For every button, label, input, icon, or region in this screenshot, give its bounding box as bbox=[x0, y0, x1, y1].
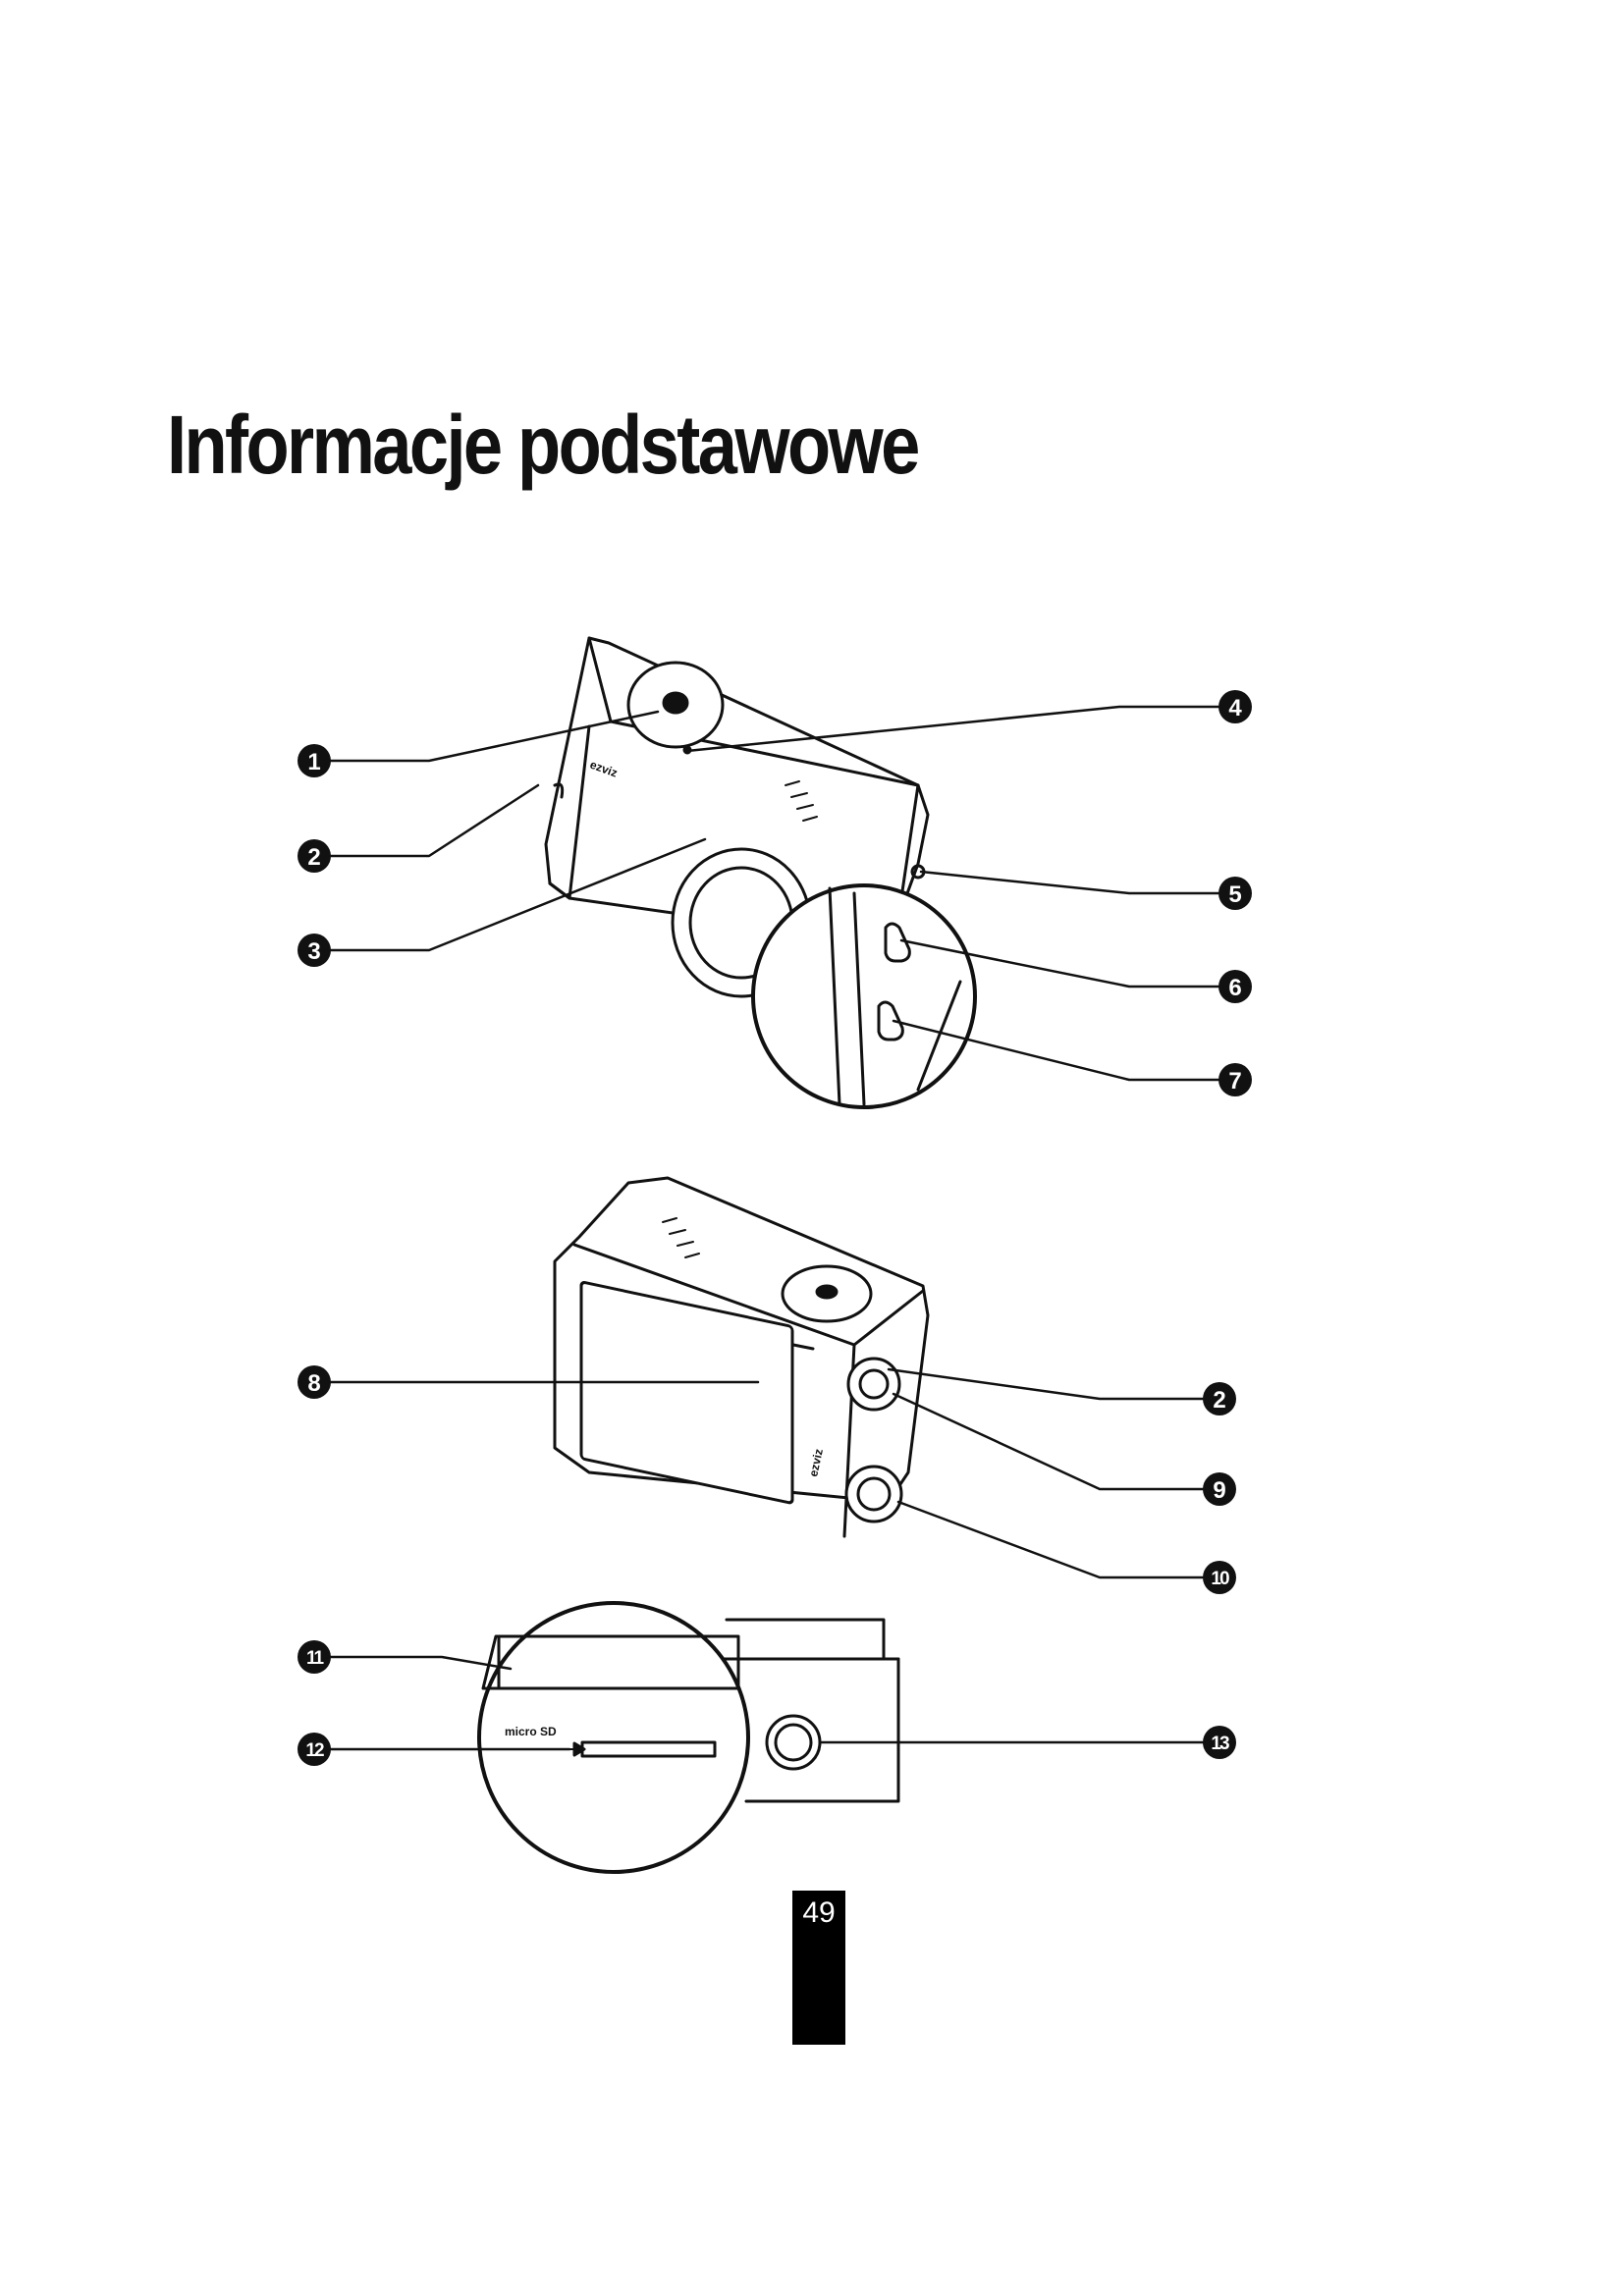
callout-13: 13 bbox=[1203, 1726, 1236, 1759]
callout-6: 6 bbox=[1218, 970, 1252, 1003]
page-number: 49 bbox=[802, 1896, 835, 1929]
svg-text:3: 3 bbox=[307, 938, 320, 965]
sd-slot-label: micro SD bbox=[505, 1725, 557, 1738]
callout-5: 5 bbox=[1218, 877, 1252, 910]
callout-2-rear: 2 bbox=[1203, 1382, 1236, 1415]
svg-text:4: 4 bbox=[1228, 695, 1242, 721]
callout-3: 3 bbox=[298, 934, 331, 967]
callout-10: 10 bbox=[1203, 1561, 1236, 1594]
callout-4: 4 bbox=[1218, 690, 1252, 723]
svg-text:13: 13 bbox=[1211, 1734, 1229, 1754]
svg-text:6: 6 bbox=[1228, 975, 1241, 1001]
callout-2: 2 bbox=[298, 839, 331, 873]
callout-11: 11 bbox=[298, 1640, 331, 1674]
page-number-tab: 49 bbox=[792, 1891, 845, 2045]
svg-text:9: 9 bbox=[1213, 1477, 1225, 1504]
camera-rear-illustration bbox=[555, 1178, 928, 1536]
svg-text:2: 2 bbox=[307, 844, 320, 871]
callout-7: 7 bbox=[1218, 1063, 1252, 1096]
svg-text:11: 11 bbox=[306, 1648, 325, 1669]
ports-magnifier bbox=[753, 885, 975, 1107]
callout-12: 12 bbox=[298, 1733, 331, 1766]
svg-text:5: 5 bbox=[1228, 881, 1241, 908]
callout-9: 9 bbox=[1203, 1472, 1236, 1506]
svg-text:10: 10 bbox=[1211, 1569, 1229, 1589]
svg-text:2: 2 bbox=[1213, 1387, 1225, 1414]
svg-text:7: 7 bbox=[1228, 1068, 1241, 1095]
svg-text:12: 12 bbox=[305, 1740, 324, 1761]
svg-text:8: 8 bbox=[307, 1370, 320, 1397]
callout-1: 1 bbox=[298, 744, 331, 777]
svg-text:1: 1 bbox=[307, 749, 320, 775]
callout-8: 8 bbox=[298, 1365, 331, 1399]
